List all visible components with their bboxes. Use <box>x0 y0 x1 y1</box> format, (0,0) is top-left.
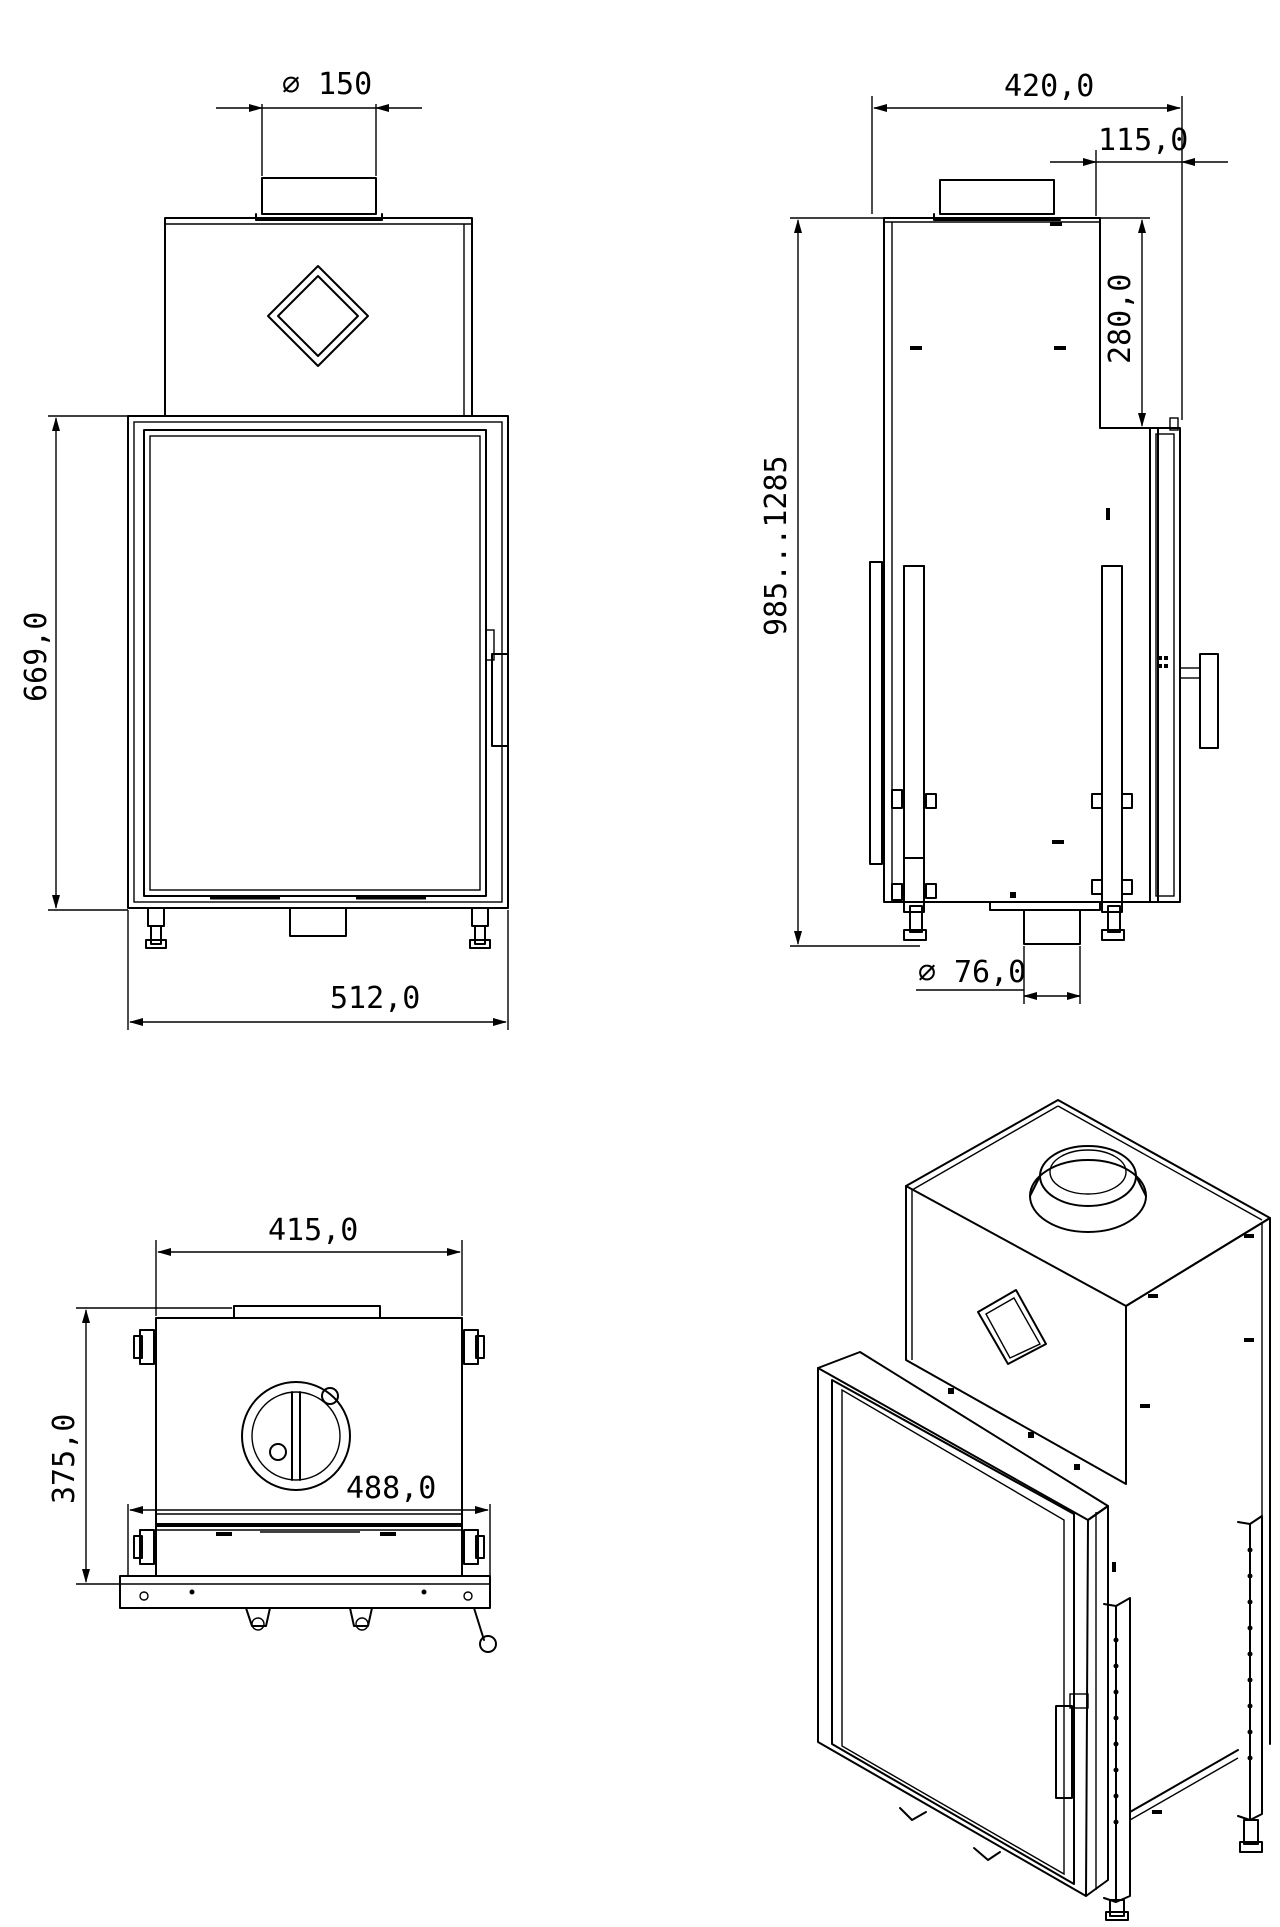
dim-side-depth: 420,0 <box>1004 69 1094 104</box>
front-view: ∅ 150 669,0 512,0 <box>19 67 509 1030</box>
front-right-foot <box>469 907 491 949</box>
front-left-foot <box>145 907 167 949</box>
dim-side-offset: 115,0 <box>1098 123 1188 158</box>
dim-symbol-diameter: ∅ <box>282 67 300 102</box>
top-view: 415,0 488,0 375,0 <box>47 1213 497 1653</box>
dim-side-top-height: 280,0 <box>1103 274 1138 364</box>
dim-air-inlet-diameter: 76,0 <box>954 955 1026 990</box>
dim-side-total-height: 985...1285 <box>759 455 794 636</box>
dim-flue-diameter: 150 <box>318 67 372 102</box>
dim-front-height: 669,0 <box>19 612 54 702</box>
dim-symbol-diameter-2: ∅ <box>918 955 936 990</box>
dim-top-depth: 375,0 <box>47 1414 82 1504</box>
dim-front-width: 512,0 <box>330 981 420 1016</box>
dim-top-width: 488,0 <box>346 1471 436 1506</box>
isometric-view <box>817 1099 1271 1921</box>
iso-door <box>817 1351 1109 1897</box>
side-view: 420,0 115,0 280,0 985...1285 ∅ 76,0 <box>759 69 1228 1004</box>
dim-top-depth-inner: 415,0 <box>268 1213 358 1248</box>
